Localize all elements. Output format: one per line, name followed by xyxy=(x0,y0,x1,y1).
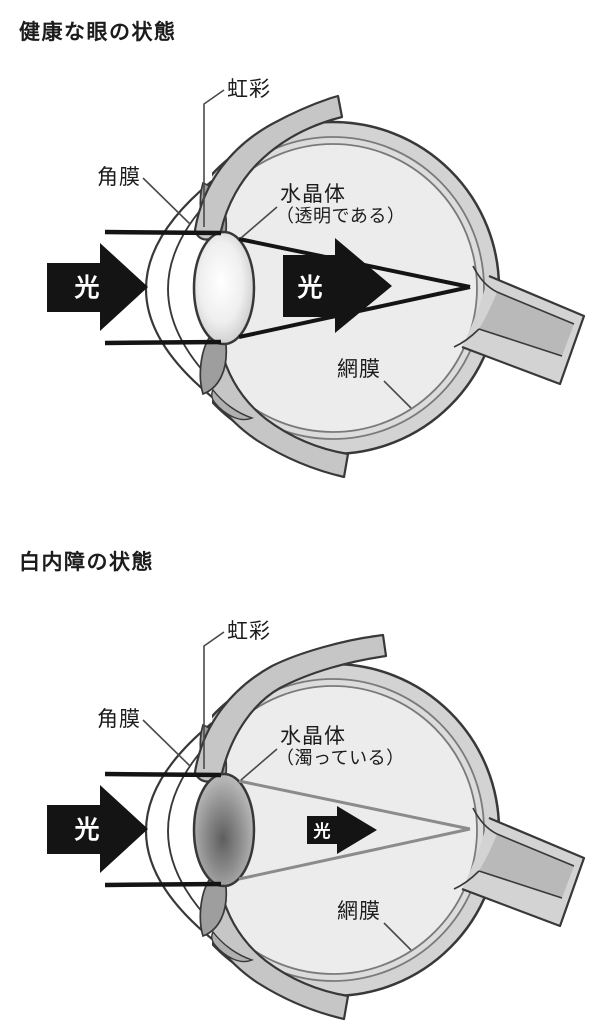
weak-focused-ray-bottom xyxy=(238,827,471,881)
lens-cloudy xyxy=(192,772,256,888)
healthy-eye-figure: 光 （透明である） xyxy=(47,77,586,479)
healthy-eye-title: 健康な眼の状態 xyxy=(19,20,177,44)
light-arrow-inner xyxy=(283,238,392,333)
light-arrow-inner xyxy=(307,806,377,854)
light-label-inner: 光 xyxy=(313,821,331,842)
lens-state-label: （濁っている） xyxy=(276,748,405,769)
light-label-inner: 光 xyxy=(296,273,322,302)
lens-state-label: （透明である） xyxy=(276,206,405,227)
cataract-eye-title: 白内障の状態 xyxy=(19,550,154,574)
weak-focused-ray-top xyxy=(238,779,471,831)
lens-clear xyxy=(192,230,256,346)
cataract-eye-figure: 光 （濁っている） xyxy=(47,619,586,1021)
